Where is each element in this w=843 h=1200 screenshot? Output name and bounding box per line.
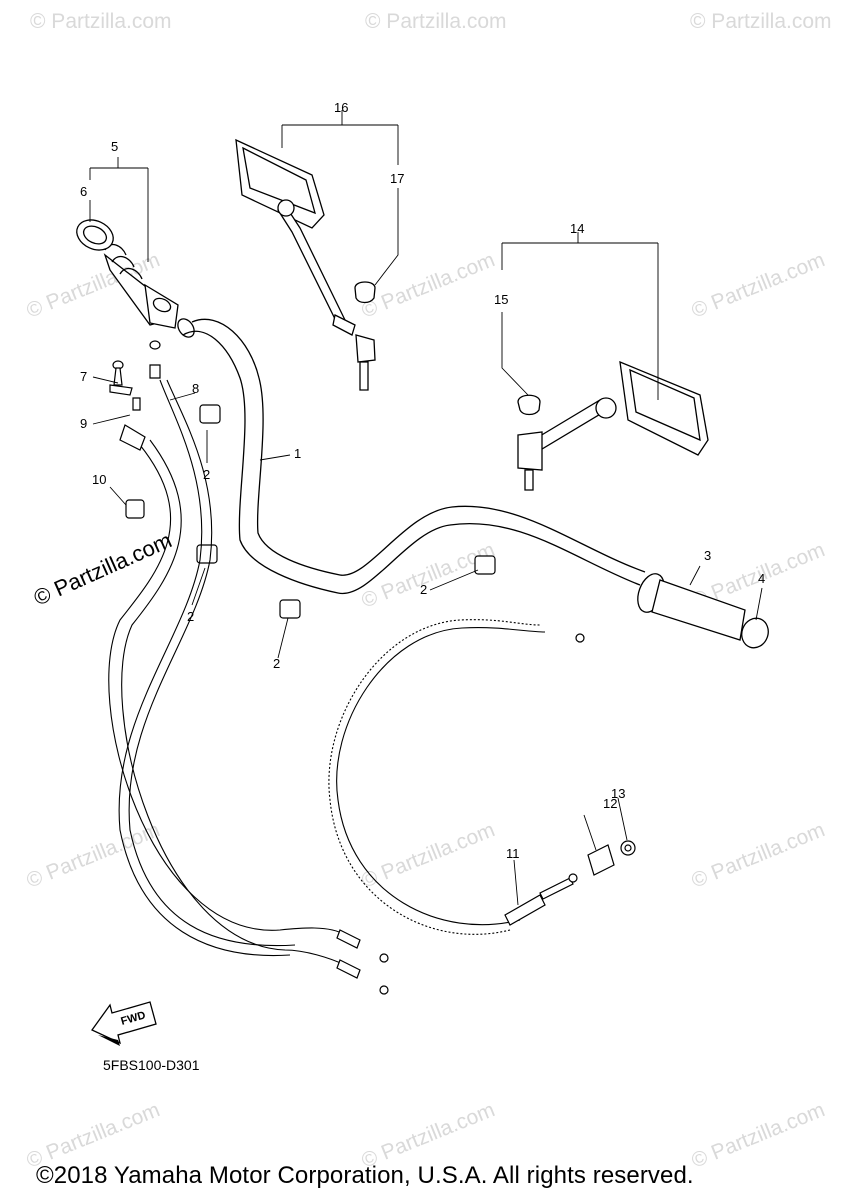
watermark: © Partzilla.com [358,538,498,612]
callout-12: 12 [603,796,617,811]
leader-lines [89,110,763,906]
diagram-code: 5FBS100-D301 [103,1057,200,1073]
watermark: © Partzilla.com [688,1098,828,1172]
watermark: © Partzilla.com [688,248,828,322]
callout-11: 11 [506,846,520,861]
watermark: © Partzilla.com [358,818,498,892]
callout-8: 8 [192,381,199,396]
callout-5: 5 [111,139,118,154]
left-mirror [235,138,376,391]
cables [108,379,546,966]
callout-2: 2 [203,467,210,482]
watermark-layer: © Partzilla.com © Partzilla.com © Partzi… [23,10,831,1173]
watermark: © Partzilla.com [30,10,172,33]
watermark: © Partzilla.com [23,818,163,892]
callout-labels: 16 17 5 6 14 15 7 8 9 1 2 10 3 4 2 2 2 1… [80,100,765,861]
callout-14: 14 [570,221,584,236]
small-parts [109,340,161,451]
callout-2: 2 [420,582,427,597]
watermark: © Partzilla.com [365,10,507,33]
throttle-parts [336,633,636,995]
callout-2: 2 [273,656,280,671]
left-grip [76,219,179,329]
callout-10: 10 [92,472,106,487]
copyright-notice: ©2018 Yamaha Motor Corporation, U.S.A. A… [36,1162,694,1189]
watermark: © Partzilla.com [690,10,832,33]
right-mirror [517,360,709,491]
callout-16: 16 [334,100,348,115]
callout-15: 15 [494,292,508,307]
callout-4: 4 [758,571,765,586]
callout-6: 6 [80,184,87,199]
watermark: © Partzilla.com [688,818,828,892]
watermark: © Partzilla.com [358,248,498,322]
right-grip [637,573,769,649]
callout-1: 1 [294,446,301,461]
callout-9: 9 [80,416,87,431]
handlebar [177,318,646,594]
watermark-strong: © Partzilla.com [30,527,176,610]
callout-17: 17 [390,171,404,186]
callout-2: 2 [187,609,194,624]
cable-clamps [125,404,496,619]
callout-3: 3 [704,548,711,563]
callout-13: 13 [611,786,625,801]
callout-7: 7 [80,369,87,384]
fwd-arrow-icon: FWD [91,1001,157,1046]
